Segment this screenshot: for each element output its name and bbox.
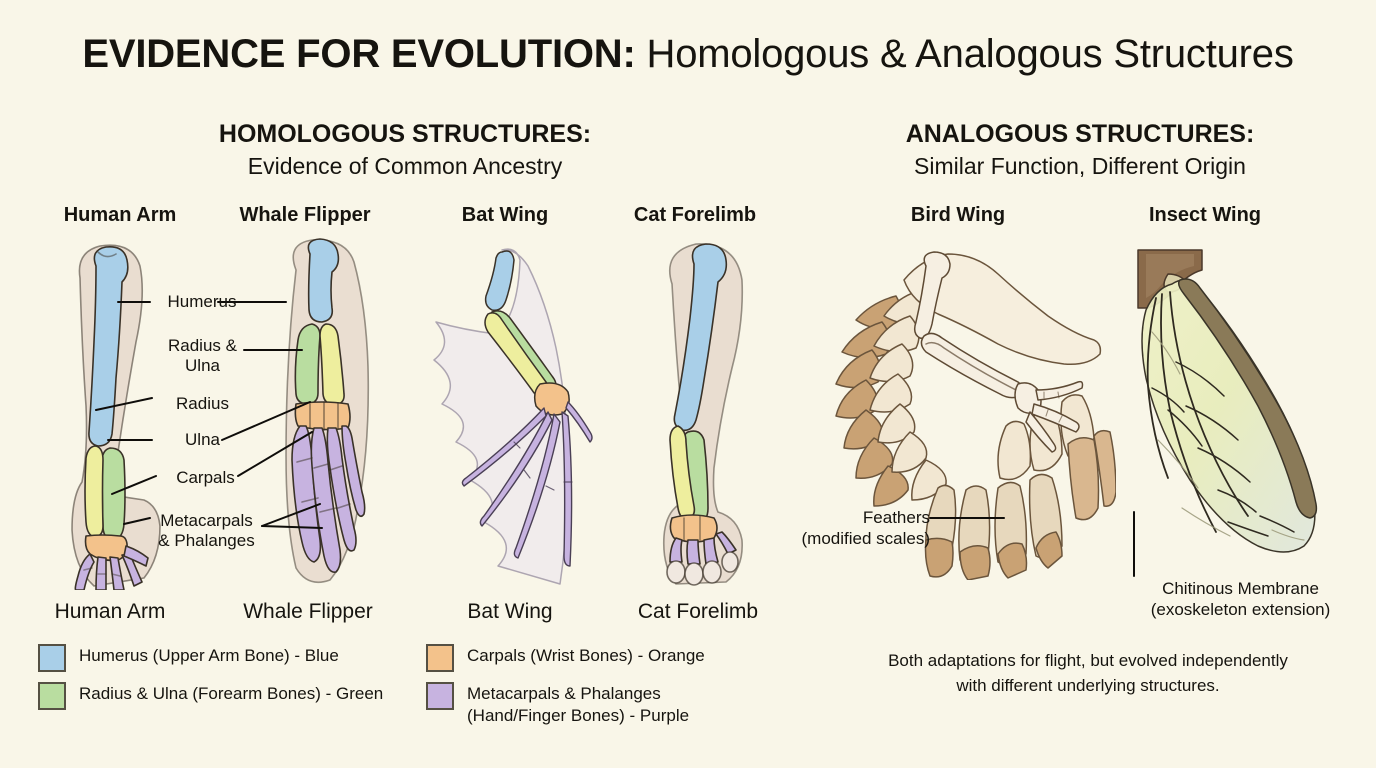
legend-swatch-humerus bbox=[38, 644, 66, 672]
bone-label-metacarpals-line2: & Phalanges bbox=[158, 531, 255, 550]
figure-cat-forelimb bbox=[626, 236, 776, 593]
bone-label-humerus: Humerus bbox=[167, 292, 237, 311]
legend-label-metacarpals-line1: Metacarpals & Phalanges bbox=[467, 684, 661, 703]
legend-swatch-carpals bbox=[426, 644, 454, 672]
annotation-chitinous-membrane: Chitinous Membrane (exoskeleton extensio… bbox=[1108, 578, 1373, 620]
figure-insect-wing bbox=[1128, 240, 1343, 585]
section-heading-homologous-title: HOMOLOGOUS STRUCTURES: bbox=[218, 120, 592, 148]
specimen-label-top-human-arm: Human Arm bbox=[63, 204, 177, 226]
figure-whale-flipper bbox=[252, 236, 402, 593]
bone-label-ulna: Ulna bbox=[185, 430, 220, 449]
bone-label-carpals: Carpals bbox=[176, 468, 235, 487]
bone-label-metacarpals-line1: Metacarpals bbox=[160, 511, 253, 530]
legend-label-metacarpals-phalanges: Metacarpals & Phalanges (Hand/Finger Bon… bbox=[467, 681, 689, 727]
annotation-feathers-line1: Feathers bbox=[862, 508, 930, 527]
analogous-footnote: Both adaptations for flight, but evolved… bbox=[838, 648, 1338, 698]
specimen-label-bottom-whale-flipper: Whale Flipper bbox=[243, 600, 373, 623]
section-heading-analogous: ANALOGOUS STRUCTURES: Similar Function, … bbox=[790, 118, 1370, 182]
figure-bird-wing bbox=[826, 240, 1117, 585]
bone-label-metacarpals-phalanges: Metacarpals & Phalanges bbox=[144, 511, 269, 551]
specimen-label-top-whale-flipper: Whale Flipper bbox=[239, 204, 371, 226]
specimen-label-bottom-human-arm: Human Arm bbox=[54, 600, 166, 623]
bone-leader-lines bbox=[95, 301, 323, 529]
specimen-label-top-bird-wing: Bird Wing bbox=[910, 204, 1006, 226]
section-heading-analogous-subtitle: Similar Function, Different Origin bbox=[914, 153, 1246, 179]
page-title-light: Homologous & Analogous Structures bbox=[635, 32, 1294, 76]
section-heading-analogous-title: ANALOGOUS STRUCTURES: bbox=[905, 120, 1255, 148]
figure-human-arm bbox=[40, 238, 190, 595]
specimen-label-top-bat-wing: Bat Wing bbox=[461, 204, 549, 226]
legend-item-humerus: Humerus (Upper Arm Bone) - Blue bbox=[38, 643, 438, 672]
legend-label-carpals: Carpals (Wrist Bones) - Orange bbox=[467, 646, 705, 665]
legend-item-radius-ulna: Radius & Ulna (Forearm Bones) - Green bbox=[38, 681, 438, 710]
legend-item-carpals: Carpals (Wrist Bones) - Orange bbox=[426, 643, 776, 672]
bone-label-radius-ulna: Radius & Ulna bbox=[150, 336, 255, 376]
page-title-strong: EVIDENCE FOR EVOLUTION: bbox=[82, 32, 636, 76]
legend-swatch-metacarpals-phalanges bbox=[426, 682, 454, 710]
annotation-leader-lines bbox=[929, 511, 1135, 577]
bone-label-radius: Radius bbox=[176, 394, 229, 413]
page-title: EVIDENCE FOR EVOLUTION: Homologous & Ana… bbox=[0, 32, 1376, 77]
annotation-chitinous-line1: Chitinous Membrane bbox=[1162, 579, 1319, 598]
annotation-chitinous-line2: (exoskeleton extension) bbox=[1150, 600, 1331, 619]
bone-label-radius-ulna-line1: Radius & bbox=[168, 336, 237, 355]
legend-swatch-radius-ulna bbox=[38, 682, 66, 710]
legend-item-metacarpals-phalanges: Metacarpals & Phalanges (Hand/Finger Bon… bbox=[426, 681, 776, 727]
figure-bat-wing bbox=[420, 236, 595, 593]
annotation-feathers-line2: (modified scales) bbox=[801, 529, 931, 548]
analogous-footnote-line2: with different underlying structures. bbox=[956, 676, 1220, 695]
specimen-label-top-insect-wing: Insect Wing bbox=[1148, 204, 1262, 226]
specimen-label-top-cat-forelimb: Cat Forelimb bbox=[633, 204, 757, 226]
legend-label-radius-ulna: Radius & Ulna (Forearm Bones) - Green bbox=[79, 684, 384, 703]
bone-label-radius-ulna-line2: Ulna bbox=[185, 356, 220, 375]
specimen-label-bottom-bat-wing: Bat Wing bbox=[467, 600, 553, 623]
section-heading-homologous: HOMOLOGOUS STRUCTURES: Evidence of Commo… bbox=[120, 118, 690, 182]
analogous-footnote-line1: Both adaptations for flight, but evolved… bbox=[888, 651, 1288, 670]
specimen-label-bottom-cat-forelimb: Cat Forelimb bbox=[637, 600, 759, 623]
legend-column-right: Carpals (Wrist Bones) - Orange Metacarpa… bbox=[426, 643, 776, 736]
annotation-feathers: Feathers (modified scales) bbox=[790, 507, 931, 549]
section-heading-homologous-subtitle: Evidence of Common Ancestry bbox=[247, 153, 563, 179]
legend-label-metacarpals-line2: (Hand/Finger Bones) - Purple bbox=[467, 706, 690, 725]
legend-label-humerus: Humerus (Upper Arm Bone) - Blue bbox=[79, 646, 339, 665]
legend-column-left: Humerus (Upper Arm Bone) - Blue Radius &… bbox=[38, 643, 438, 719]
